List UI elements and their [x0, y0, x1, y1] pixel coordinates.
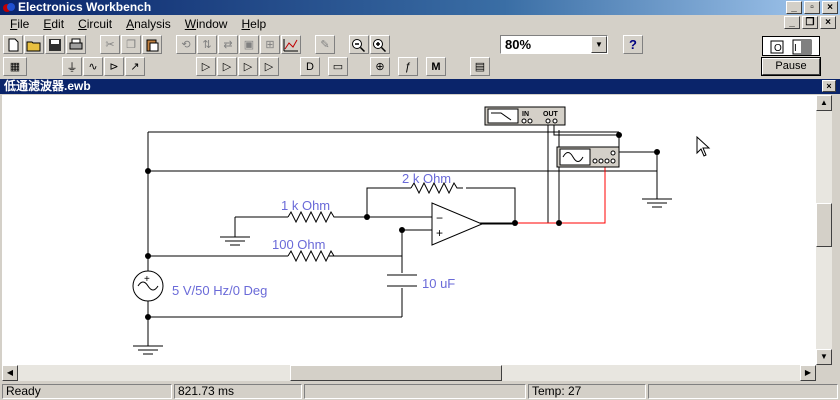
save-disk-icon[interactable]: [45, 35, 65, 54]
help-button[interactable]: ?: [623, 35, 643, 54]
chevron-down-icon[interactable]: ▼: [591, 36, 607, 53]
digital-ics-bin-icon[interactable]: ▷: [238, 57, 258, 76]
svg-text:O: O: [774, 43, 782, 54]
rotate-icon[interactable]: ⟲: [176, 35, 196, 54]
main-toolbar: ✂ ❐ ⟲ ⇅ ⇄ ▣ ⊞ ✎ 80%▼ ?: [0, 34, 760, 56]
print-icon[interactable]: [66, 35, 86, 54]
document-title-bar: 低通滤波器.ewb ×: [0, 79, 840, 94]
zoom-in-icon[interactable]: [370, 35, 390, 54]
transistors-bin-icon[interactable]: ↗: [125, 57, 145, 76]
controls-bin-icon[interactable]: ƒ: [398, 57, 418, 76]
op-amp[interactable]: − +: [427, 202, 515, 246]
scroll-up-icon[interactable]: ▲: [816, 95, 832, 111]
opamp-minus-label: −: [436, 211, 443, 225]
label-capacitor: 10 uF: [422, 276, 455, 291]
open-folder-icon[interactable]: [24, 35, 44, 54]
vertical-scroll-thumb[interactable]: [816, 203, 832, 247]
menu-circuit[interactable]: Circuit: [78, 17, 113, 31]
basic-bin-icon[interactable]: ∿: [83, 57, 103, 76]
horizontal-scroll-thumb[interactable]: [290, 365, 502, 381]
logic-gates-bin-icon[interactable]: ▷: [259, 57, 279, 76]
app-logo-icon: [3, 3, 15, 12]
status-state: Ready: [2, 384, 172, 399]
new-file-icon[interactable]: [3, 35, 23, 54]
probe-wire[interactable]: [515, 165, 606, 224]
menu-edit[interactable]: Edit: [43, 17, 65, 31]
scroll-down-icon[interactable]: ▼: [816, 349, 832, 365]
parts-toolbar: ▦ ⏚ ∿ ⊳ ↗ ▷ ▷ ▷ ▷ D ▭ ⊕ ƒ M ▤: [0, 56, 760, 78]
resistor-feedback[interactable]: [410, 181, 463, 195]
resistor-series[interactable]: [287, 249, 340, 263]
menu-help[interactable]: Help: [241, 17, 267, 31]
favorites-bin-icon[interactable]: ▦: [3, 57, 27, 76]
mouse-cursor-icon: [696, 135, 711, 157]
sources-bin-icon[interactable]: ⏚: [62, 57, 82, 76]
document-title: 低通滤波器.ewb: [4, 79, 91, 93]
power-switch[interactable]: O I: [762, 36, 820, 56]
component-properties-icon[interactable]: ▣: [239, 35, 259, 54]
app-title-bar: Electronics Workbench _ ▫ ×: [0, 0, 840, 15]
zoom-select[interactable]: 80%▼: [500, 35, 608, 54]
svg-text:I: I: [794, 43, 797, 54]
scroll-left-icon[interactable]: ◀: [2, 365, 18, 381]
digital-bin-icon[interactable]: D: [300, 57, 320, 76]
flip-horizontal-icon[interactable]: ⇄: [218, 35, 238, 54]
copy-icon[interactable]: ❐: [121, 35, 141, 54]
create-subcircuit-icon[interactable]: ⊞: [260, 35, 280, 54]
svg-text:+: +: [144, 274, 150, 285]
oscilloscope[interactable]: [556, 146, 620, 168]
vertical-scrollbar[interactable]: ▲ ▼: [816, 95, 832, 365]
ac-voltage-source[interactable]: +: [132, 270, 164, 302]
status-temp: Temp: 27: [528, 384, 646, 399]
app-title: Electronics Workbench: [18, 0, 152, 14]
status-blank: [304, 384, 526, 399]
status-extra: [648, 384, 838, 399]
label-source: 5 V/50 Hz/0 Deg: [172, 283, 267, 298]
diodes-bin-icon[interactable]: ⊳: [104, 57, 124, 76]
indicators-bin-icon[interactable]: ⊕: [370, 57, 390, 76]
label-r-series: 100 Ohm: [272, 237, 325, 252]
doc-close-button[interactable]: ×: [820, 16, 836, 29]
analog-ics-bin-icon[interactable]: ▷: [196, 57, 216, 76]
close-icon[interactable]: ×: [822, 80, 836, 92]
misc-bin-icon[interactable]: M: [426, 57, 446, 76]
status-bar: Ready 821.73 ms Temp: 27: [0, 383, 840, 400]
bode-in-label: IN: [522, 111, 529, 118]
cut-icon[interactable]: ✂: [100, 35, 120, 54]
opamp-plus-label: +: [436, 226, 443, 240]
resistor-input[interactable]: [287, 210, 340, 224]
menu-file[interactable]: File: [10, 17, 30, 31]
power-switch-icon: O I: [770, 39, 812, 55]
doc-restore-button[interactable]: ❐: [802, 16, 818, 29]
menu-window[interactable]: Window: [184, 17, 228, 31]
scroll-right-icon[interactable]: ▶: [800, 365, 816, 381]
close-button[interactable]: ×: [822, 1, 838, 14]
bode-out-label: OUT: [543, 111, 559, 118]
capacitor[interactable]: [387, 274, 417, 287]
zoom-out-icon[interactable]: [349, 35, 369, 54]
label-r-input: 1 k Ohm: [281, 198, 330, 213]
paste-icon[interactable]: [142, 35, 162, 54]
menu-analysis[interactable]: Analysis: [126, 17, 171, 31]
minimize-button[interactable]: _: [786, 1, 802, 14]
instruments-bin-icon[interactable]: ▤: [470, 57, 490, 76]
flipflop-bin-icon[interactable]: ▭: [328, 57, 348, 76]
horizontal-scrollbar[interactable]: ◀ ▶: [2, 365, 816, 381]
graph-icon[interactable]: [281, 35, 301, 54]
mixed-ics-bin-icon[interactable]: ▷: [217, 57, 237, 76]
doc-minimize-button[interactable]: _: [784, 16, 800, 29]
maximize-button[interactable]: ▫: [804, 1, 820, 14]
ground-symbol[interactable]: [133, 195, 672, 355]
status-time: 821.73 ms: [174, 384, 302, 399]
label-r-feedback: 2 k Ohm: [402, 171, 451, 186]
menu-bar: File Edit Circuit Analysis Window Help _…: [0, 15, 840, 33]
flip-vertical-icon[interactable]: ⇅: [197, 35, 217, 54]
component-edit-icon[interactable]: ✎: [315, 35, 335, 54]
circuit-canvas[interactable]: + − + IN OUT 2 k Oh: [2, 95, 816, 365]
bode-plotter[interactable]: IN OUT: [484, 106, 566, 126]
pause-button[interactable]: Pause: [761, 57, 821, 76]
